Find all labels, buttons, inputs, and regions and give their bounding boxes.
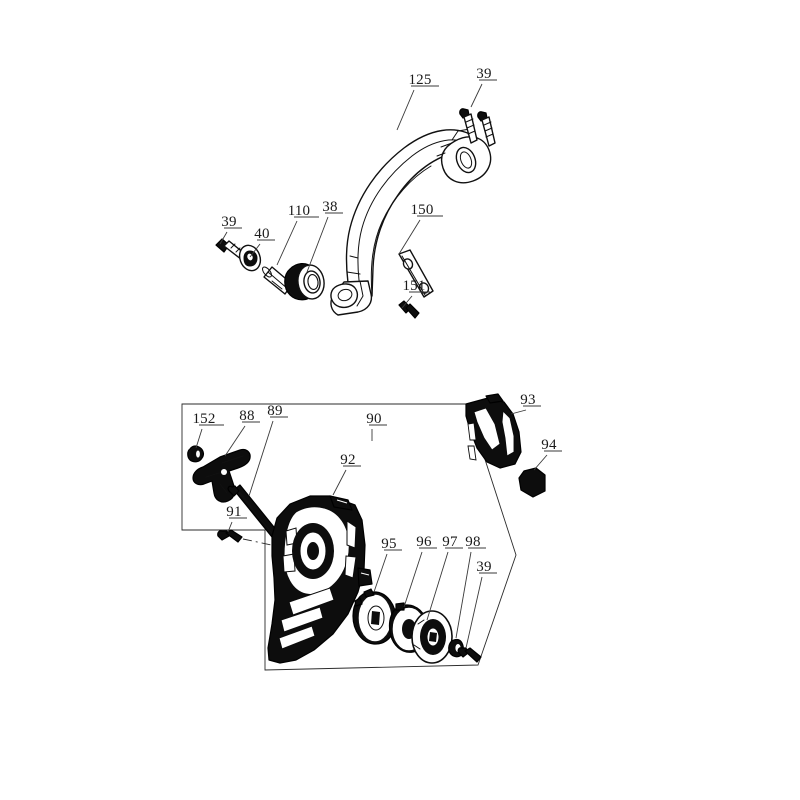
callout-leader-line bbox=[227, 521, 233, 533]
callout-leader-line bbox=[510, 409, 527, 415]
part-40-washer bbox=[238, 244, 262, 272]
callout-number: 96 bbox=[416, 534, 432, 550]
callout-90-c12: 90 bbox=[366, 411, 387, 441]
callout-number: 92 bbox=[340, 452, 355, 468]
callout-leader-line bbox=[249, 243, 261, 258]
part-93-guard-bracket bbox=[465, 393, 522, 469]
callout-39-c21: 39 bbox=[465, 559, 497, 649]
callout-92-c13: 92 bbox=[332, 452, 361, 496]
callout-39-c2: 39 bbox=[470, 66, 497, 108]
callout-number: 39 bbox=[476, 559, 491, 575]
callout-97-c19: 97 bbox=[426, 534, 463, 621]
callout-leader-line bbox=[470, 83, 483, 108]
part-97-clutch-plate bbox=[411, 610, 453, 664]
callout-number: 93 bbox=[520, 392, 535, 408]
callout-leader-line bbox=[219, 231, 228, 245]
callout-leader-line bbox=[398, 219, 421, 255]
part-125-handle-bar bbox=[330, 128, 492, 316]
part-92-gear-housing bbox=[267, 495, 373, 664]
callout-98-c20: 98 bbox=[455, 534, 486, 639]
callout-leader-line bbox=[306, 216, 329, 273]
part-152-bush bbox=[187, 445, 205, 463]
callout-88-c10: 88 bbox=[224, 408, 260, 457]
callout-leader-line bbox=[224, 425, 246, 457]
callout-number: 90 bbox=[366, 411, 381, 427]
callout-38-c6: 38 bbox=[306, 199, 343, 273]
callout-number: 39 bbox=[476, 66, 491, 82]
callout-leader-line bbox=[195, 428, 203, 449]
callout-leader-line bbox=[373, 553, 388, 593]
part-91-screw bbox=[217, 529, 301, 552]
callout-number: 150 bbox=[410, 202, 433, 218]
callout-94-c16: 94 bbox=[533, 437, 562, 471]
callout-150-c7: 150 bbox=[398, 202, 443, 255]
callout-number: 97 bbox=[442, 534, 458, 550]
callout-125-c1: 125 bbox=[396, 72, 439, 131]
callout-number: 88 bbox=[239, 408, 254, 424]
screw-upper-right bbox=[477, 111, 496, 147]
part-151-screw bbox=[398, 300, 420, 319]
callout-leader-line bbox=[455, 551, 472, 639]
part-38-bearing bbox=[284, 263, 325, 301]
callout-number: 39 bbox=[221, 214, 236, 230]
callout-96-c18: 96 bbox=[403, 534, 437, 608]
callout-152-c9: 152 bbox=[192, 411, 224, 449]
callout-number: 152 bbox=[192, 411, 215, 427]
callout-110-c5: 110 bbox=[276, 203, 319, 266]
callout-leader-line bbox=[533, 454, 548, 471]
callout-89-c11: 89 bbox=[248, 403, 288, 497]
part-39-screw-top-pair bbox=[459, 108, 496, 147]
callout-39-c3: 39 bbox=[219, 214, 242, 245]
callout-labels: 125 39 39 40 110 38 150 151 152 88 89 90 92 91 93 94 95 9… bbox=[192, 66, 562, 649]
callout-number: 94 bbox=[541, 437, 557, 453]
callout-number: 98 bbox=[465, 534, 480, 550]
part-94-hex-block bbox=[518, 467, 546, 498]
handle-lower-boss bbox=[330, 280, 373, 316]
callout-leader-line bbox=[276, 220, 298, 266]
callout-leader-line bbox=[465, 576, 483, 649]
callout-leader-line bbox=[396, 89, 415, 131]
part-95-clutch-drum bbox=[352, 588, 397, 645]
part-150-link-plate bbox=[398, 249, 434, 298]
callout-91-c14: 91 bbox=[226, 504, 247, 533]
callout-number: 38 bbox=[322, 199, 337, 215]
callout-95-c17: 95 bbox=[373, 536, 402, 593]
callout-leader-line bbox=[403, 551, 423, 608]
callout-leader-line bbox=[248, 420, 274, 497]
callout-leader-line bbox=[401, 295, 413, 309]
callout-number: 91 bbox=[226, 504, 241, 520]
part-39-screw-bottom bbox=[457, 647, 482, 663]
callout-leader-line bbox=[332, 469, 347, 496]
callout-40-c4: 40 bbox=[249, 226, 275, 258]
part-88-t-handle bbox=[192, 448, 251, 503]
callout-number: 89 bbox=[267, 403, 282, 419]
screw-upper-left bbox=[459, 108, 478, 144]
callout-number: 125 bbox=[408, 72, 431, 88]
callout-number: 95 bbox=[381, 536, 396, 552]
callout-151-c8: 151 bbox=[401, 278, 430, 309]
callout-number: 40 bbox=[254, 226, 269, 242]
callout-leader-line bbox=[426, 551, 449, 621]
callout-93-c15: 93 bbox=[510, 392, 541, 415]
callout-number: 151 bbox=[402, 278, 425, 294]
callout-number: 110 bbox=[288, 203, 311, 219]
